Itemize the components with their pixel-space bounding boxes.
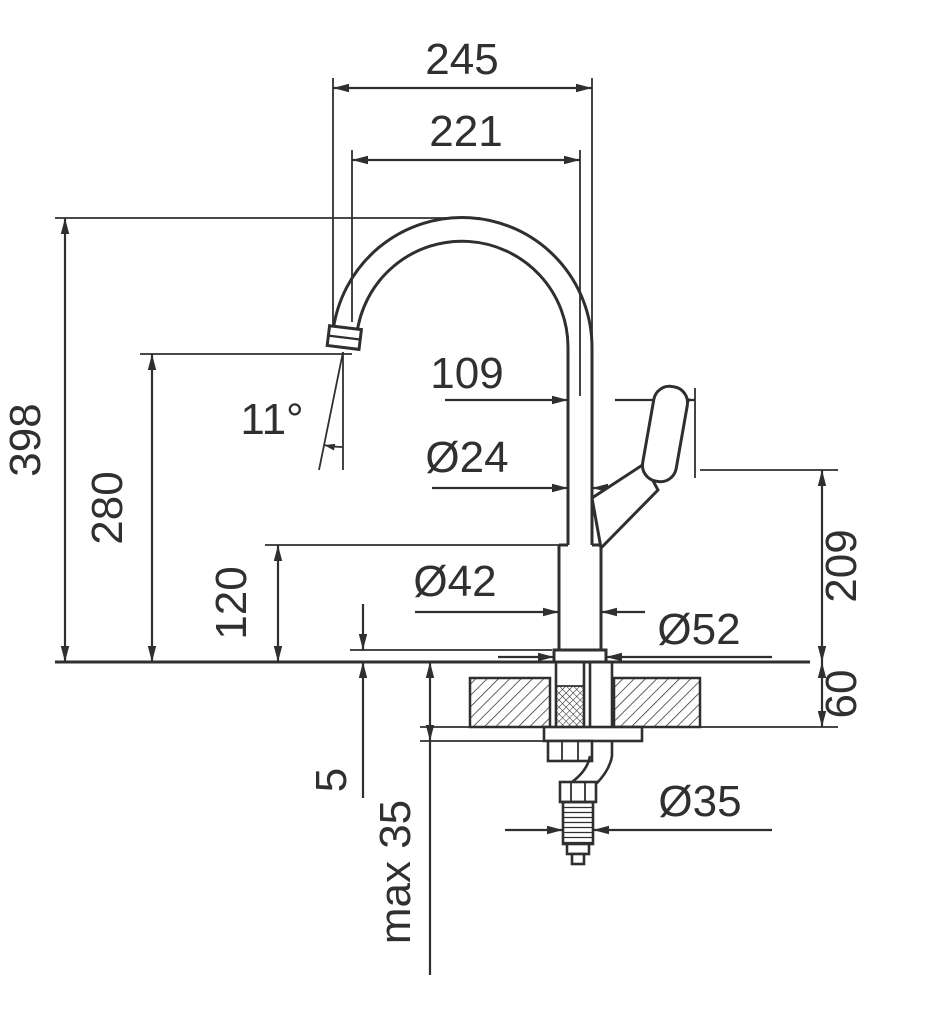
- label-overall-height: 398: [1, 403, 50, 476]
- handle-knob: [640, 384, 690, 484]
- label-base-diameter: Ø52: [657, 605, 740, 654]
- angle-tilt-line: [318, 351, 344, 471]
- mounting-hardware: [542, 662, 644, 866]
- hose-fitting: [558, 780, 598, 804]
- base-flange: [552, 648, 608, 664]
- label-handle-height: 209: [817, 529, 866, 602]
- hose-braid: [561, 800, 595, 846]
- label-spout-angle: 11°: [240, 395, 303, 444]
- angle-arc: [324, 443, 344, 451]
- dimension-lines: [60, 83, 827, 975]
- faucet-outline: [325, 215, 690, 664]
- aerator-collar-line: [328, 334, 361, 341]
- hose-bend-right: [595, 755, 614, 785]
- label-handle-offset: 109: [430, 349, 503, 398]
- countertop-section: [468, 676, 702, 729]
- angle-construction: [318, 351, 344, 471]
- label-body-diameter: Ø42: [413, 557, 496, 606]
- spout-outer-arc: [331, 215, 594, 349]
- label-spout-tube-diameter: Ø24: [425, 433, 508, 482]
- label-counter-depth: 60: [817, 670, 866, 719]
- label-spout-reach: 221: [429, 107, 502, 156]
- label-shank-diameter: Ø35: [658, 777, 741, 826]
- label-overall-width: 245: [425, 35, 498, 84]
- hose-bend-left: [571, 755, 592, 784]
- handle-neck: [590, 461, 660, 552]
- mounting-plate: [542, 725, 644, 743]
- counter-hatch-left: [468, 676, 552, 729]
- label-body-height: 120: [207, 566, 256, 639]
- dimension-labels: 245 221 109 Ø24 Ø42 Ø52 Ø35 11° 398 280 …: [1, 35, 866, 944]
- mounting-nut: [546, 739, 594, 763]
- counter-hatch-right: [612, 676, 702, 729]
- hose-end-cap: [565, 842, 591, 856]
- label-max-mounting-thickness: max 35: [371, 800, 420, 944]
- spout-inner-arc: [355, 239, 570, 349]
- hose-nipple: [570, 852, 586, 866]
- label-baseplate-height: 5: [307, 768, 356, 792]
- label-spout-height: 280: [83, 471, 132, 544]
